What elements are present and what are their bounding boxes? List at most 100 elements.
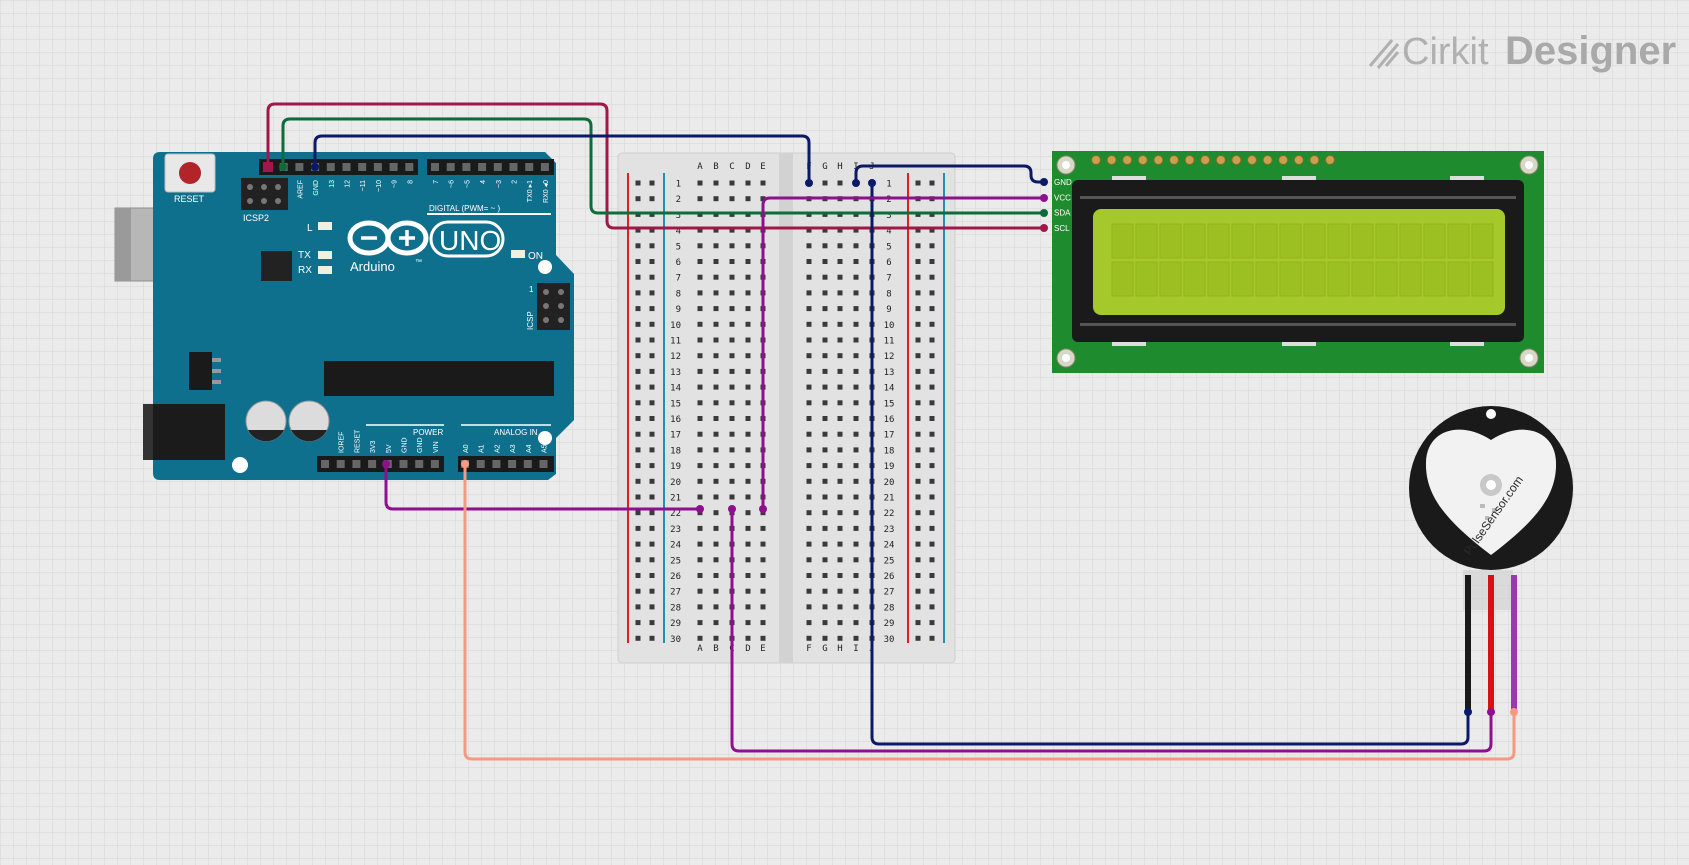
breadboard-hole[interactable] [929, 353, 935, 359]
breadboard-hole[interactable] [697, 494, 703, 500]
breadboard-hole[interactable] [837, 368, 843, 374]
breadboard-hole[interactable] [806, 337, 812, 343]
breadboard-hole[interactable] [729, 274, 735, 280]
breadboard-hole[interactable] [713, 259, 719, 264]
breadboard-hole[interactable] [713, 541, 719, 547]
breadboard-hole[interactable] [697, 557, 703, 563]
breadboard-hole[interactable] [729, 384, 735, 390]
breadboard-hole[interactable] [822, 306, 828, 312]
breadboard-hole[interactable] [806, 447, 812, 453]
breadboard-hole[interactable] [729, 416, 735, 421]
breadboard-hole[interactable] [745, 259, 751, 264]
breadboard-hole[interactable] [915, 243, 921, 249]
header-pin[interactable] [525, 163, 534, 171]
breadboard-hole[interactable] [929, 557, 935, 563]
breadboard-hole[interactable] [649, 494, 655, 500]
breadboard-hole[interactable] [649, 510, 655, 516]
breadboard-hole[interactable] [929, 620, 935, 626]
breadboard-hole[interactable] [806, 463, 812, 469]
breadboard-hole[interactable] [697, 478, 703, 484]
breadboard-hole[interactable] [635, 321, 641, 327]
breadboard-hole[interactable] [822, 384, 828, 390]
breadboard-hole[interactable] [729, 447, 735, 453]
breadboard-hole[interactable] [915, 353, 921, 359]
breadboard-hole[interactable] [649, 353, 655, 359]
header-pin[interactable] [430, 460, 439, 468]
breadboard-hole[interactable] [837, 290, 843, 296]
breadboard-hole[interactable] [649, 620, 655, 626]
breadboard-hole[interactable] [915, 494, 921, 500]
breadboard-hole[interactable] [853, 290, 859, 296]
header-pin[interactable] [539, 460, 548, 468]
breadboard-hole[interactable] [837, 321, 843, 327]
breadboard-hole[interactable] [837, 635, 843, 641]
breadboard-hole[interactable] [822, 321, 828, 327]
breadboard-hole[interactable] [635, 494, 641, 500]
breadboard-hole[interactable] [915, 447, 921, 453]
breadboard-hole[interactable] [745, 510, 751, 516]
breadboard-hole[interactable] [837, 478, 843, 484]
breadboard-hole[interactable] [697, 431, 703, 437]
breadboard-hole[interactable] [915, 227, 921, 233]
header-pin[interactable] [295, 163, 304, 171]
header-pin[interactable] [493, 163, 502, 171]
breadboard-hole[interactable] [635, 306, 641, 312]
breadboard-hole[interactable] [635, 259, 641, 264]
breadboard-hole[interactable] [745, 447, 751, 453]
breadboard-hole[interactable] [929, 274, 935, 280]
breadboard-hole[interactable] [697, 588, 703, 594]
header-pin[interactable] [321, 460, 329, 468]
breadboard-hole[interactable] [760, 573, 766, 578]
breadboard-hole[interactable] [649, 478, 655, 484]
breadboard-hole[interactable] [806, 416, 812, 421]
breadboard-hole[interactable] [649, 306, 655, 312]
breadboard-hole[interactable] [713, 525, 719, 531]
breadboard-hole[interactable] [915, 400, 921, 406]
breadboard-hole[interactable] [745, 588, 751, 594]
breadboard-hole[interactable] [806, 557, 812, 563]
breadboard-hole[interactable] [915, 510, 921, 516]
breadboard-hole[interactable] [760, 196, 766, 202]
breadboard-hole[interactable] [713, 306, 719, 312]
breadboard-hole[interactable] [806, 604, 812, 610]
breadboard-hole[interactable] [745, 227, 751, 233]
breadboard-hole[interactable] [853, 604, 859, 610]
breadboard-hole[interactable] [635, 557, 641, 563]
breadboard-hole[interactable] [697, 274, 703, 280]
breadboard-hole[interactable] [822, 463, 828, 469]
breadboard-hole[interactable] [822, 180, 828, 186]
breadboard-hole[interactable] [713, 463, 719, 469]
breadboard-hole[interactable] [745, 541, 751, 547]
breadboard-hole[interactable] [729, 227, 735, 233]
wire-vcc-sensor-purple[interactable] [730, 507, 1493, 753]
breadboard-hole[interactable] [853, 227, 859, 233]
breadboard-hole[interactable] [837, 463, 843, 469]
breadboard-hole[interactable] [822, 368, 828, 374]
breadboard-hole[interactable] [649, 588, 655, 594]
breadboard-hole[interactable] [697, 337, 703, 343]
breadboard-hole[interactable] [837, 447, 843, 453]
breadboard-hole[interactable] [729, 353, 735, 359]
breadboard-hole[interactable] [635, 463, 641, 469]
breadboard-hole[interactable] [713, 337, 719, 343]
breadboard-hole[interactable] [697, 180, 703, 186]
breadboard-hole[interactable] [745, 306, 751, 312]
breadboard-hole[interactable] [837, 400, 843, 406]
breadboard-hole[interactable] [729, 243, 735, 249]
breadboard-hole[interactable] [806, 494, 812, 500]
breadboard-hole[interactable] [635, 416, 641, 421]
breadboard-hole[interactable] [697, 635, 703, 641]
breadboard-hole[interactable] [822, 290, 828, 296]
breadboard-hole[interactable] [806, 259, 812, 264]
header-pin[interactable] [326, 163, 335, 171]
breadboard-hole[interactable] [745, 620, 751, 626]
breadboard-hole[interactable] [853, 620, 859, 626]
breadboard-hole[interactable] [713, 635, 719, 641]
breadboard-hole[interactable] [853, 400, 859, 406]
breadboard-hole[interactable] [806, 321, 812, 327]
breadboard-hole[interactable] [915, 337, 921, 343]
breadboard-hole[interactable] [760, 541, 766, 547]
wire-scl-red[interactable] [266, 102, 1046, 231]
breadboard-hole[interactable] [649, 431, 655, 437]
breadboard-hole[interactable] [853, 259, 859, 264]
